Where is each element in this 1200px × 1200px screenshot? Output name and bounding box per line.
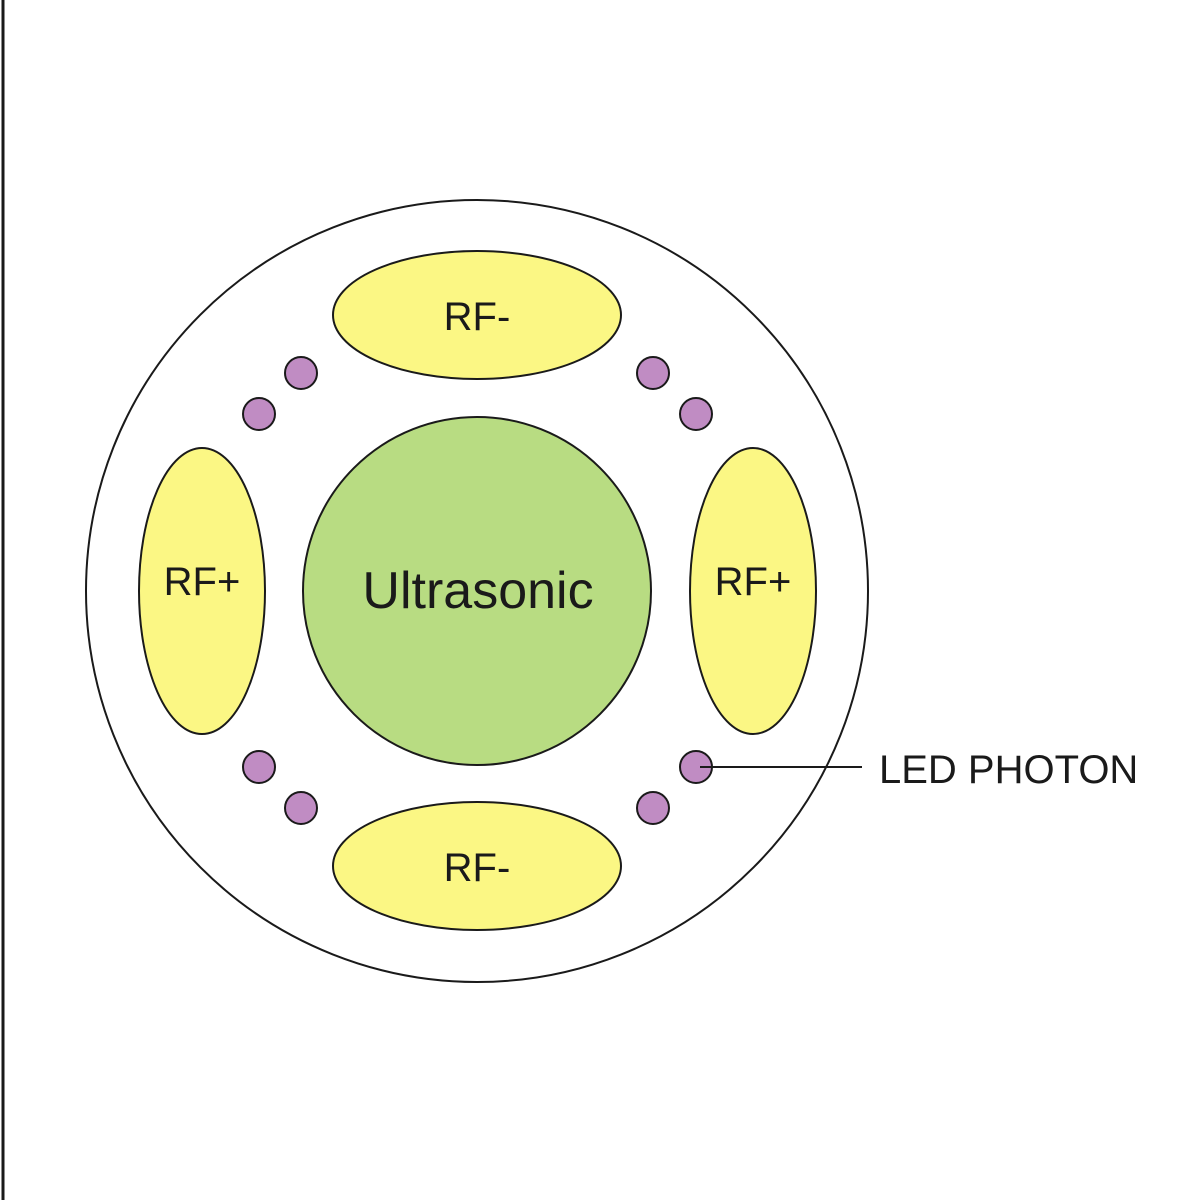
led-dot <box>242 750 276 784</box>
led-dot <box>679 397 713 431</box>
led-dots <box>242 356 713 825</box>
led-dot <box>284 356 318 390</box>
rf-electrode-right-label: RF+ <box>715 560 792 604</box>
ultrasonic-transducer <box>302 416 652 766</box>
led-dot <box>636 356 670 390</box>
rf-electrode-bottom-label: RF- <box>444 846 511 890</box>
rf-electrode-top <box>332 250 622 380</box>
led-dot <box>636 791 670 825</box>
rf-electrode-left <box>138 447 266 735</box>
rf-electrode-left-label: RF+ <box>164 560 241 604</box>
led-dot <box>284 791 318 825</box>
rf-electrode-top-label: RF- <box>444 295 511 339</box>
rf-electrode-bottom <box>332 801 622 931</box>
ultrasonic-label: Ultrasonic <box>362 562 593 620</box>
led-photon-callout-label: LED PHOTON <box>879 748 1138 792</box>
rf-electrode-right <box>689 447 817 735</box>
led-dot <box>242 397 276 431</box>
